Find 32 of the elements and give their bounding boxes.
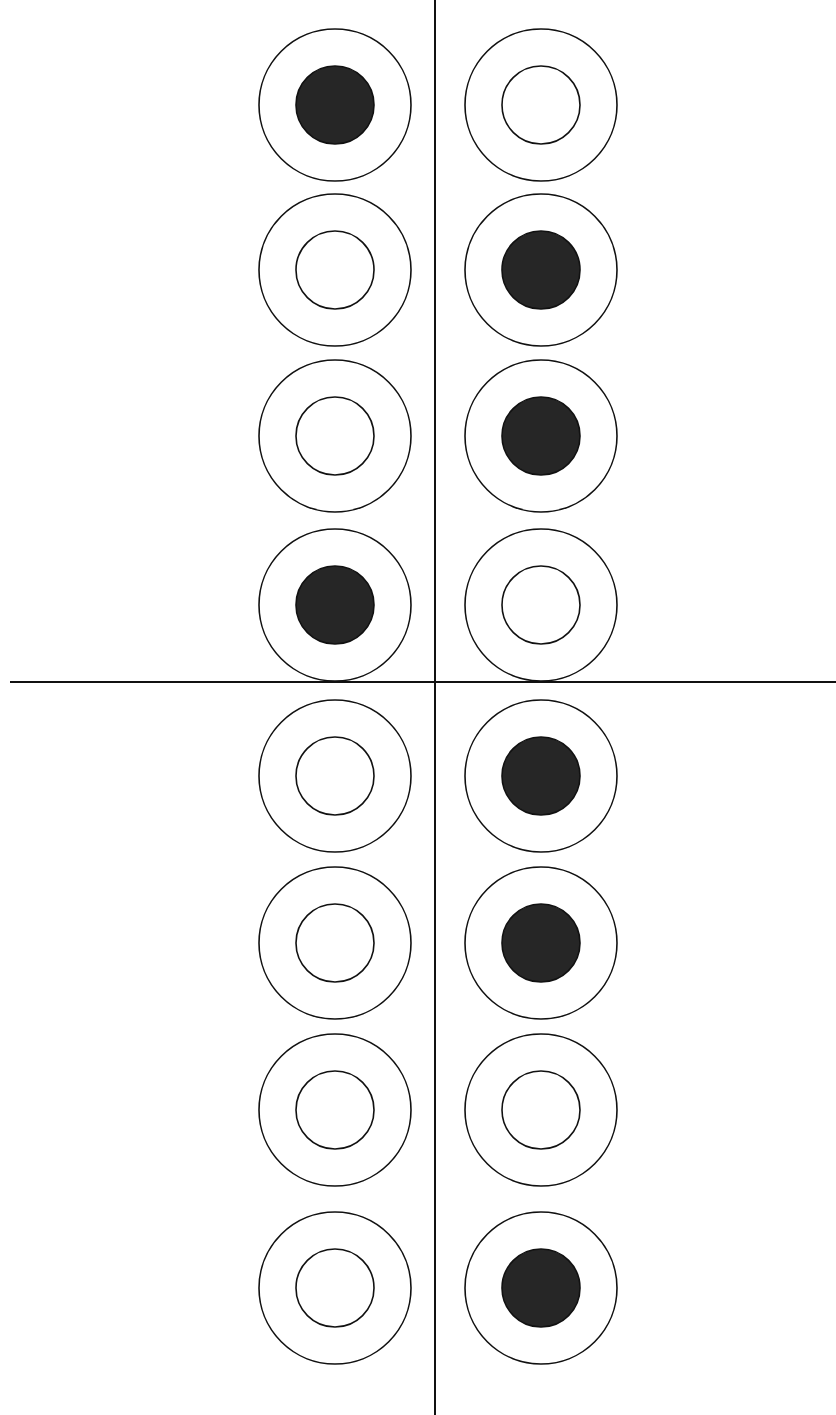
inner-circle [501, 65, 581, 145]
outer-ring [258, 866, 412, 1020]
outer-ring [258, 359, 412, 513]
inner-circle [501, 565, 581, 645]
outer-ring [464, 699, 618, 853]
inner-circle [295, 230, 375, 310]
inner-circle [295, 903, 375, 983]
inner-circle [295, 1070, 375, 1150]
filled-dot [295, 565, 375, 645]
outer-ring [464, 866, 618, 1020]
filled-dot [295, 65, 375, 145]
outer-ring [258, 193, 412, 347]
outer-ring [258, 528, 412, 682]
filled-dot [501, 736, 581, 816]
outer-ring [464, 359, 618, 513]
filled-dot [501, 396, 581, 476]
outer-ring [464, 1211, 618, 1365]
inner-circle [295, 1248, 375, 1328]
inner-circle [501, 1070, 581, 1150]
outer-ring [258, 699, 412, 853]
outer-ring [258, 28, 412, 182]
filled-dot [501, 230, 581, 310]
outer-ring [258, 1211, 412, 1365]
outer-ring [464, 193, 618, 347]
outer-ring [464, 1033, 618, 1187]
inner-circle [295, 736, 375, 816]
filled-dot [501, 1248, 581, 1328]
outer-ring [464, 28, 618, 182]
outer-ring [464, 528, 618, 682]
outer-ring [258, 1033, 412, 1187]
inner-circle [295, 396, 375, 476]
filled-dot [501, 903, 581, 983]
